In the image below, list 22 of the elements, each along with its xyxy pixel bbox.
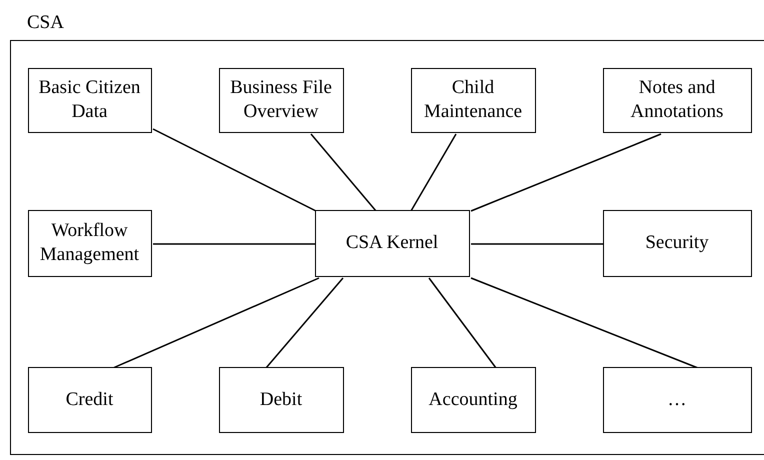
connector-line [428, 278, 497, 368]
module-box: Workflow Management [28, 210, 152, 276]
connector-line [265, 278, 344, 368]
connector-line [310, 134, 377, 212]
connector-line [410, 134, 457, 212]
module-box: CSA Kernel [314, 210, 470, 276]
module-box: Child Maintenance [410, 68, 536, 132]
connector-line [470, 277, 698, 369]
boundary-heading: CSA [27, 11, 64, 35]
module-box: Security [602, 210, 752, 276]
module-box: Basic Citizen Data [28, 68, 152, 132]
connector-line [471, 243, 604, 245]
module-box: Credit [28, 366, 152, 432]
module-box: Debit [218, 366, 344, 432]
module-box: … [602, 366, 752, 432]
connector-line [112, 277, 320, 369]
connector-line [152, 128, 316, 212]
connector-line [153, 243, 316, 245]
module-box: Accounting [410, 366, 536, 432]
module-box: Business File Overview [218, 68, 344, 132]
connector-line [470, 133, 662, 212]
module-box: Notes and Annotations [602, 68, 752, 132]
